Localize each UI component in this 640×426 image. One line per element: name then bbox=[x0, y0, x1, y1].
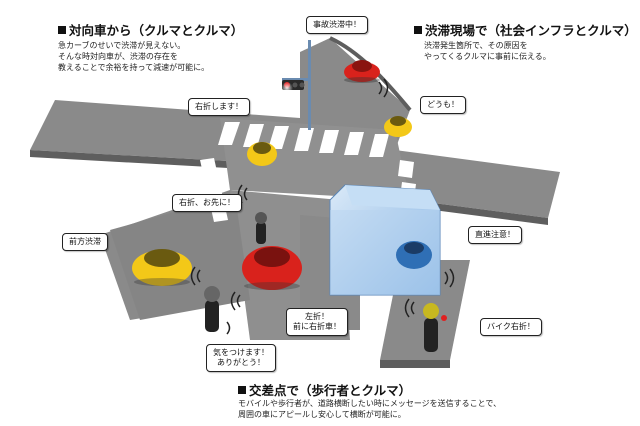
red-car-front bbox=[242, 246, 302, 290]
bubble-left-turn: 左折！ 前に右折車！ bbox=[286, 308, 348, 336]
yellow-car-turning bbox=[247, 142, 277, 166]
intersection-line-2: 周囲の車にアピールし安心して横断が可能に。 bbox=[238, 410, 406, 419]
bubble-take-care: 気をつけます！ ありがとう！ bbox=[206, 344, 276, 372]
bullet-square-icon bbox=[58, 26, 66, 34]
bullet-square-icon bbox=[238, 386, 246, 394]
oncoming-heading: 対向車から（クルマとクルマ） bbox=[58, 20, 243, 39]
oncoming-line-3: 教えることで余裕を持って減速が可能に。 bbox=[58, 63, 210, 72]
bubble-take-care-line-2: ありがとう！ bbox=[217, 358, 265, 367]
bubble-jam-ahead: 前方渋滞 bbox=[62, 233, 108, 251]
congestion-site-line-2: やってくるクルマに事前に伝える。 bbox=[424, 52, 551, 61]
horizontal-road bbox=[30, 100, 560, 225]
motorcycle-front-left bbox=[204, 286, 220, 332]
oncoming-heading-text: 対向車から（クルマとクルマ） bbox=[69, 23, 244, 38]
bubble-turning-right: 右折します！ bbox=[188, 98, 250, 116]
bubble-take-care-line-1: 気をつけます！ bbox=[213, 348, 269, 357]
oncoming-description: 急カーブのせいで渋滞が見えない。 そんな時対向車が、渋滞の存在を 教えることで余… bbox=[58, 40, 209, 73]
bubble-left-turn-line-2: 前に右折車！ bbox=[293, 322, 341, 331]
bubble-accident-jam: 事故渋滞中！ bbox=[306, 16, 368, 34]
crosswalk-north bbox=[218, 122, 389, 157]
intersection-heading: 交差点で（歩行者とクルマ） bbox=[238, 380, 411, 399]
bubble-left-turn-line-1: 左折！ bbox=[305, 312, 329, 321]
congestion-site-heading-text: 渋滞現場で（社会インフラとクルマ） bbox=[425, 23, 637, 38]
bubble-go-straight-caution: 直進注意！ bbox=[468, 226, 522, 244]
yellow-car-front bbox=[132, 249, 192, 286]
oncoming-line-2: そんな時対向車が、渋滞の存在を bbox=[58, 52, 178, 61]
bubble-thanks: どうも！ bbox=[420, 96, 466, 114]
intersection-heading-text: 交差点で（歩行者とクルマ） bbox=[249, 383, 412, 398]
yellow-car-right bbox=[384, 116, 412, 137]
tunnel-structure bbox=[329, 184, 441, 296]
bubble-right-turn-go-first: 右折、お先に！ bbox=[172, 194, 242, 212]
congestion-site-line-1: 渋滞発生箇所で、その原因を bbox=[424, 41, 528, 50]
traffic-signal bbox=[281, 40, 311, 130]
intersection-line-1: モバイルや歩行者が、道路横断したい時にメッセージを送信することで、 bbox=[238, 399, 502, 408]
bullet-square-icon bbox=[414, 26, 422, 34]
congestion-site-heading: 渋滞現場で（社会インフラとクルマ） bbox=[414, 20, 637, 39]
motorcycle-front-right bbox=[423, 303, 447, 352]
motorcycle-center bbox=[255, 212, 267, 244]
intersection-description: モバイルや歩行者が、道路横断したい時にメッセージを送信することで、 周囲の車にア… bbox=[238, 398, 501, 420]
congestion-site-description: 渋滞発生箇所で、その原因を やってくるクルマに事前に伝える。 bbox=[424, 40, 551, 62]
oncoming-line-1: 急カーブのせいで渋滞が見えない。 bbox=[58, 41, 186, 50]
bubble-bike-right-turn: バイク右折！ bbox=[480, 318, 542, 336]
blue-car-tunnel bbox=[396, 241, 432, 269]
red-car-back bbox=[344, 60, 380, 83]
